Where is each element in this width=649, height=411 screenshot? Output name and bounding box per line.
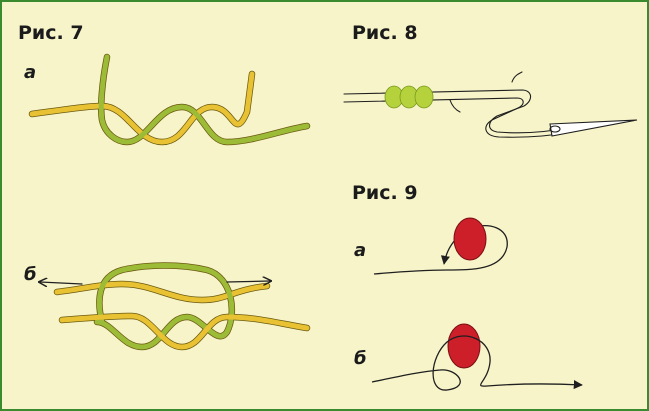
- arrow-left-icon: [40, 282, 83, 284]
- fig8-needle-thread: [343, 71, 638, 138]
- fig7a-knot: [28, 53, 311, 146]
- fig9-title: Рис. 9: [352, 182, 418, 204]
- fig8-beads: [384, 85, 434, 109]
- arrow-right-icon: [226, 281, 270, 282]
- fig9b-bead-knot: [371, 323, 583, 391]
- red-bead: [447, 323, 481, 369]
- fig7-sub-a: а: [24, 62, 37, 83]
- fig9-sub-b: б: [354, 348, 367, 369]
- fig7-sub-b: б: [24, 264, 37, 285]
- fig7b-knot: [40, 262, 311, 351]
- fig9-sub-a: а: [354, 240, 367, 261]
- green-bead: [414, 85, 434, 109]
- fig9a-bead-loop: [373, 217, 508, 275]
- fig7-title: Рис. 7: [18, 22, 84, 44]
- fig8-title: Рис. 8: [352, 22, 418, 44]
- red-bead: [453, 217, 487, 261]
